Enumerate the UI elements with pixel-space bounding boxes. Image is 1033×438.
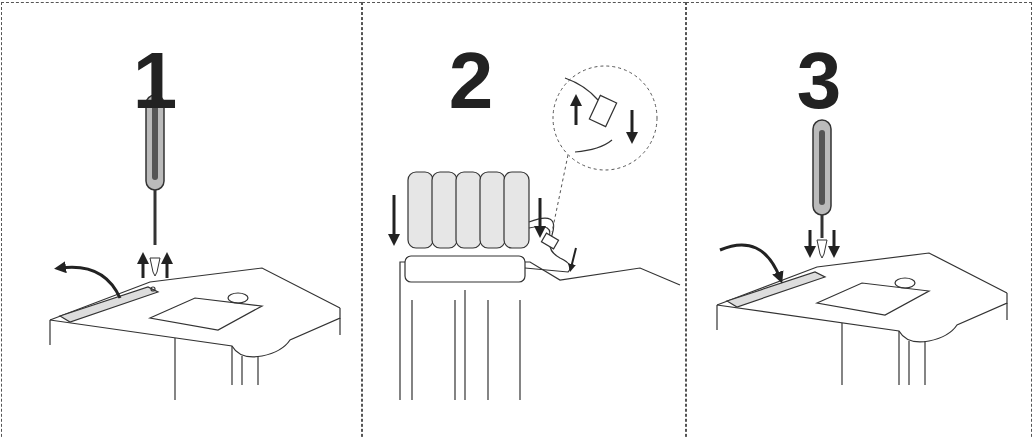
step-panel: 1 <box>1 2 362 438</box>
screwdriver <box>813 120 831 258</box>
step-number: 3 <box>797 41 842 121</box>
motion-arrows <box>720 230 834 278</box>
step-number: 2 <box>449 41 494 121</box>
battery-wire <box>525 218 570 272</box>
battery-pack <box>408 172 529 248</box>
detail-callout <box>552 66 657 232</box>
screwdriver <box>146 95 164 276</box>
device-body <box>400 256 680 400</box>
step-number: 1 <box>133 41 178 121</box>
device-lid <box>50 268 340 400</box>
motion-arrows <box>394 195 576 268</box>
step-panel: 3 <box>686 2 1032 438</box>
step-panel: 2 <box>362 2 686 438</box>
motion-arrows <box>60 258 167 298</box>
device-lid <box>717 253 1007 385</box>
